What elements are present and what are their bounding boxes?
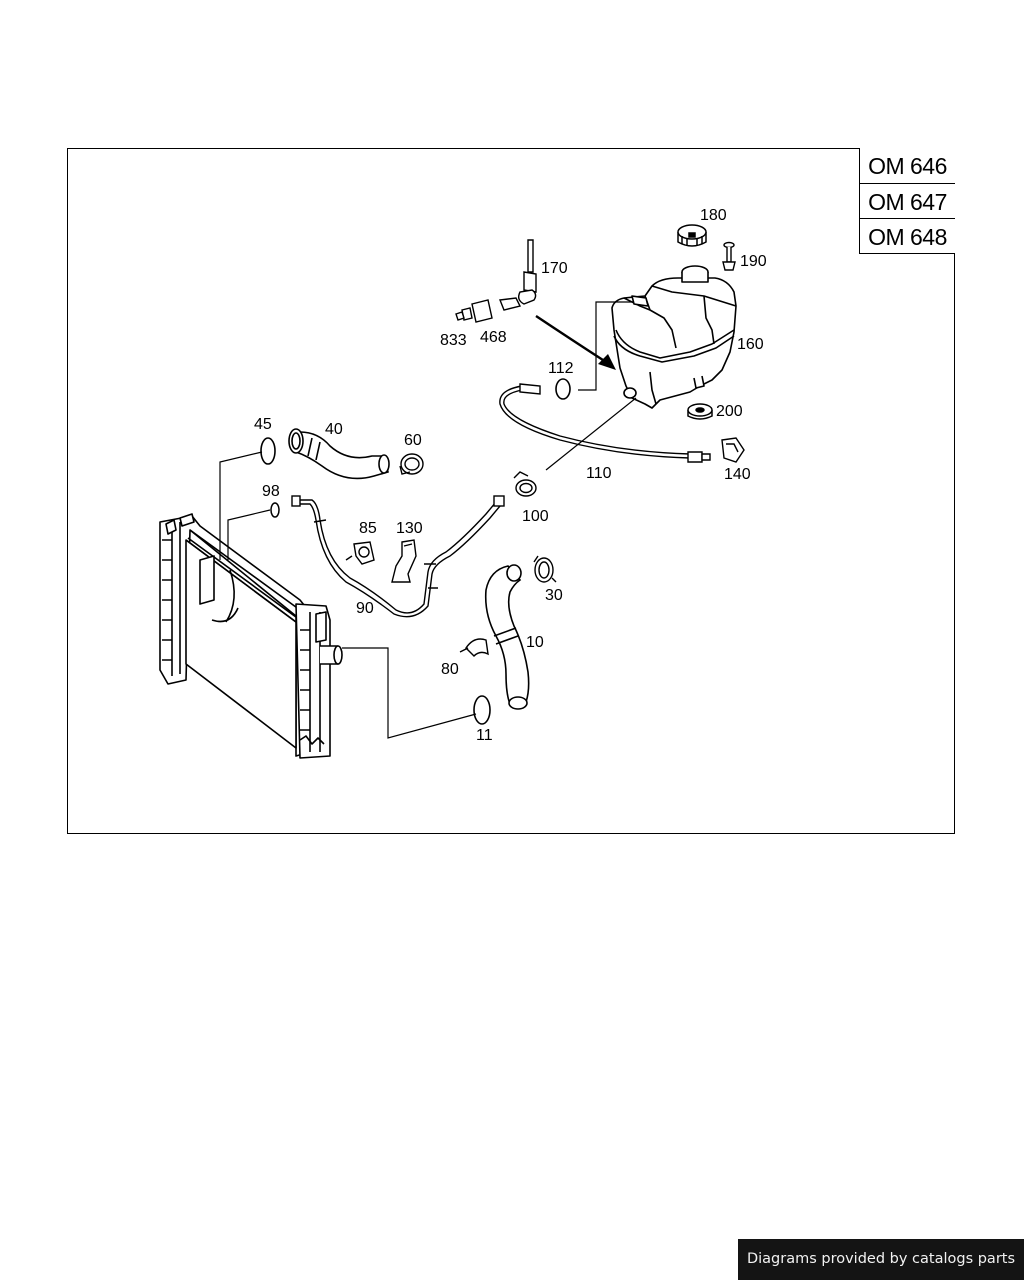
callout-10: 10 xyxy=(526,634,544,651)
callout-80: 80 xyxy=(441,661,459,678)
bracket-80 xyxy=(459,638,489,657)
callout-112: 112 xyxy=(548,360,574,377)
engine-code-om646: OM 646 xyxy=(868,153,947,179)
level-sensor xyxy=(455,239,537,323)
callout-180: 180 xyxy=(700,207,727,224)
seal-ring-98 xyxy=(270,502,280,518)
hose-clamp-30 xyxy=(533,555,557,583)
callout-90: 90 xyxy=(356,600,374,617)
callout-30: 30 xyxy=(545,587,563,604)
callout-833: 833 xyxy=(440,332,467,349)
bolt xyxy=(722,241,736,271)
callout-labels: 180 190 170 833 468 160 112 200 45 40 60… xyxy=(254,207,767,744)
expansion-tank xyxy=(611,265,737,409)
grommet xyxy=(687,403,713,420)
assembly-arrow xyxy=(535,315,616,370)
callout-160: 160 xyxy=(737,336,764,353)
coolant-line-90 xyxy=(291,495,505,618)
hose-clamp-100 xyxy=(513,471,537,497)
filler-cap xyxy=(677,224,707,247)
callout-190: 190 xyxy=(740,253,767,270)
callout-170: 170 xyxy=(541,260,568,277)
callout-468: 468 xyxy=(480,329,507,346)
callout-60: 60 xyxy=(404,432,422,449)
engine-code-om648: OM 648 xyxy=(860,218,955,253)
engine-code-table: OM 646 OM 647 OM 648 xyxy=(859,148,955,254)
leader-lines xyxy=(219,301,637,739)
callout-11: 11 xyxy=(476,727,493,744)
callout-40: 40 xyxy=(325,421,343,438)
callout-140: 140 xyxy=(724,466,751,483)
callout-110: 110 xyxy=(586,465,612,482)
callout-130: 130 xyxy=(396,520,423,537)
callout-85: 85 xyxy=(359,520,377,537)
engine-code-om647: OM 647 xyxy=(860,183,955,218)
upper-radiator-hose xyxy=(288,428,390,480)
seal-ring-45 xyxy=(260,437,276,465)
callout-200: 200 xyxy=(716,403,743,420)
callout-100: 100 xyxy=(522,508,549,525)
bracket-130 xyxy=(391,539,417,583)
hose-clamp-60 xyxy=(399,453,424,475)
bracket-85 xyxy=(345,541,375,565)
footer-credit: Diagrams provided by catalogs parts xyxy=(738,1239,1024,1280)
vent-hose xyxy=(499,383,711,463)
seal-ring-11 xyxy=(473,695,491,725)
clip-140 xyxy=(721,437,745,463)
lower-radiator-hose xyxy=(484,564,530,710)
radiator xyxy=(159,513,343,759)
callout-98: 98 xyxy=(262,483,280,500)
diagram-frame xyxy=(67,148,955,834)
seal-ring-112 xyxy=(555,378,571,400)
callout-45: 45 xyxy=(254,416,272,433)
